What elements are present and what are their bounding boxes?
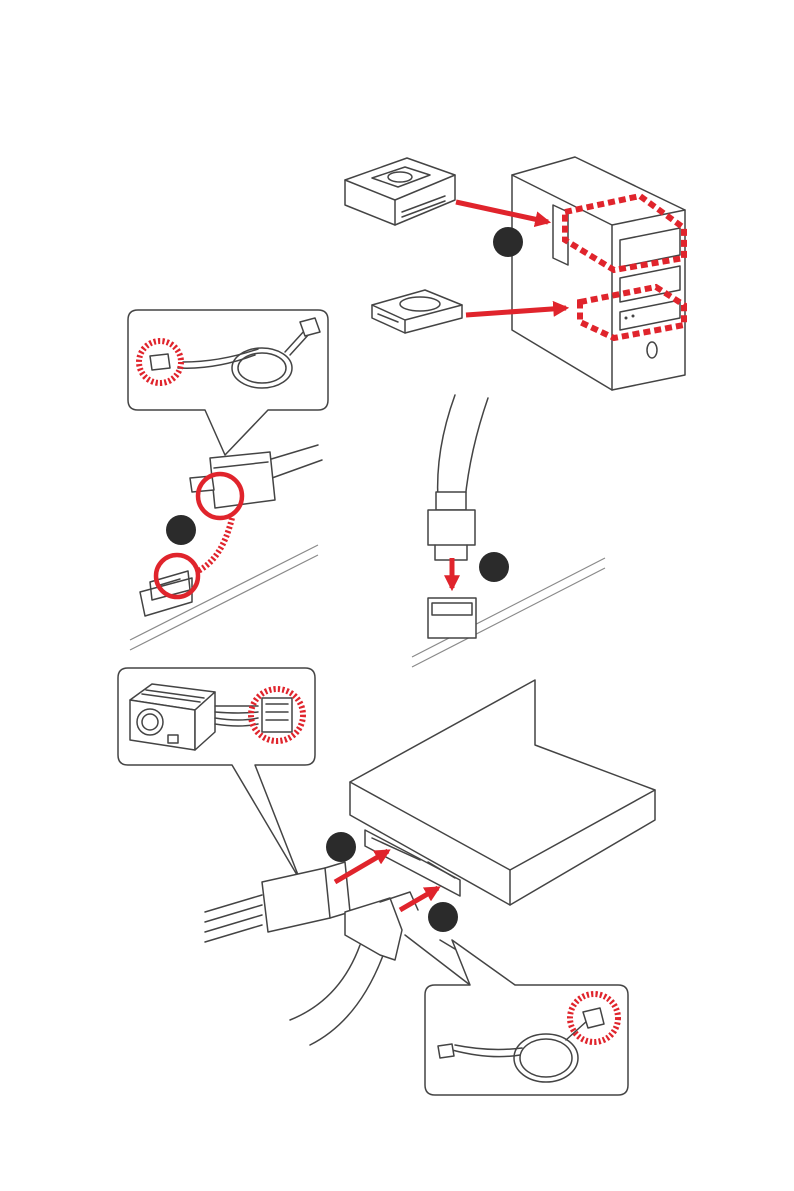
step-marker-2 (166, 515, 196, 545)
callout-power-supply (118, 668, 315, 880)
callout-sata-cable-bottom (405, 935, 628, 1095)
sata-port-icon (412, 558, 605, 667)
pc-case-icon (512, 157, 685, 390)
sata-cable-icon (428, 395, 488, 560)
step-marker-5 (428, 902, 458, 932)
callout-sata-cable (128, 310, 328, 455)
step-marker-4 (326, 832, 356, 862)
sata-port-icon (130, 545, 318, 650)
power-connector-icon (262, 698, 292, 732)
step-marker-3 (479, 552, 509, 582)
power-connector-icon (205, 862, 350, 942)
connector-link-dotted (196, 518, 232, 572)
optical-drive-icon (345, 158, 455, 225)
optical-drive-bottom (350, 680, 655, 905)
step-marker-1 (493, 227, 523, 257)
hard-drive-icon (372, 290, 462, 333)
